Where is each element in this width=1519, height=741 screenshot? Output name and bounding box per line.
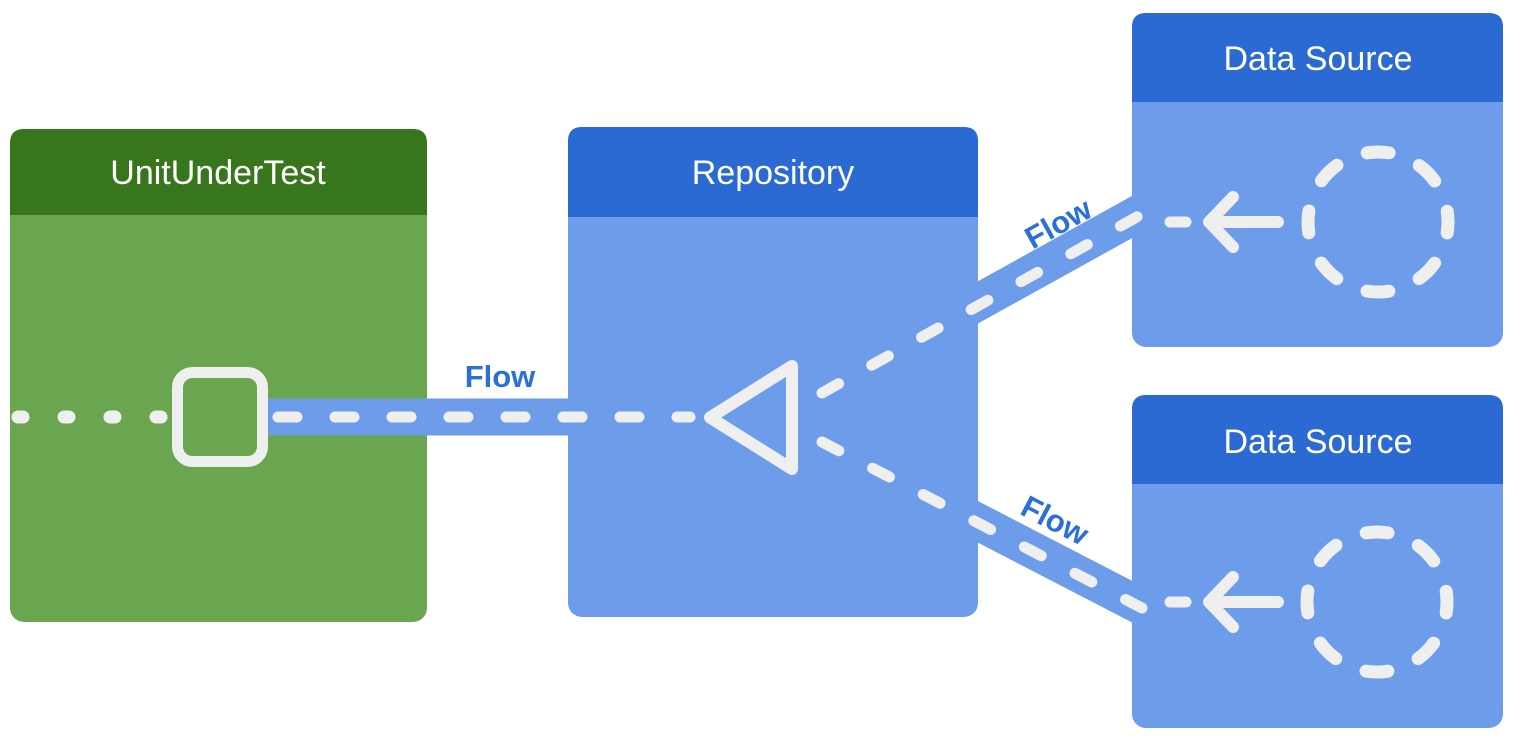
flow-label-main: Flow bbox=[465, 359, 536, 394]
data-source-top-header bbox=[1132, 13, 1503, 102]
triangle-outline-icon bbox=[704, 360, 798, 475]
data-source-bottom-title: Data Source bbox=[1224, 423, 1413, 461]
unit-under-test-title: UnitUnderTest bbox=[110, 154, 326, 192]
dashed-circle-icon-top bbox=[1301, 145, 1455, 299]
data-source-bottom-header bbox=[1132, 395, 1503, 484]
flow-dashes-lower bbox=[816, 436, 1148, 614]
arrow-left-icon-top bbox=[1203, 191, 1284, 253]
data-source-bottom-card: Data Source bbox=[1132, 395, 1503, 728]
arrow-left-icon-bottom bbox=[1203, 571, 1284, 633]
dashed-circle-icon-bottom bbox=[1300, 525, 1454, 679]
repository-title: Repository bbox=[692, 154, 855, 192]
data-source-top-title: Data Source bbox=[1224, 40, 1413, 78]
unit-under-test-header bbox=[10, 129, 427, 215]
flow-dashes-upper bbox=[816, 208, 1148, 399]
repository-header bbox=[568, 127, 978, 217]
square-outline-icon bbox=[172, 367, 268, 467]
